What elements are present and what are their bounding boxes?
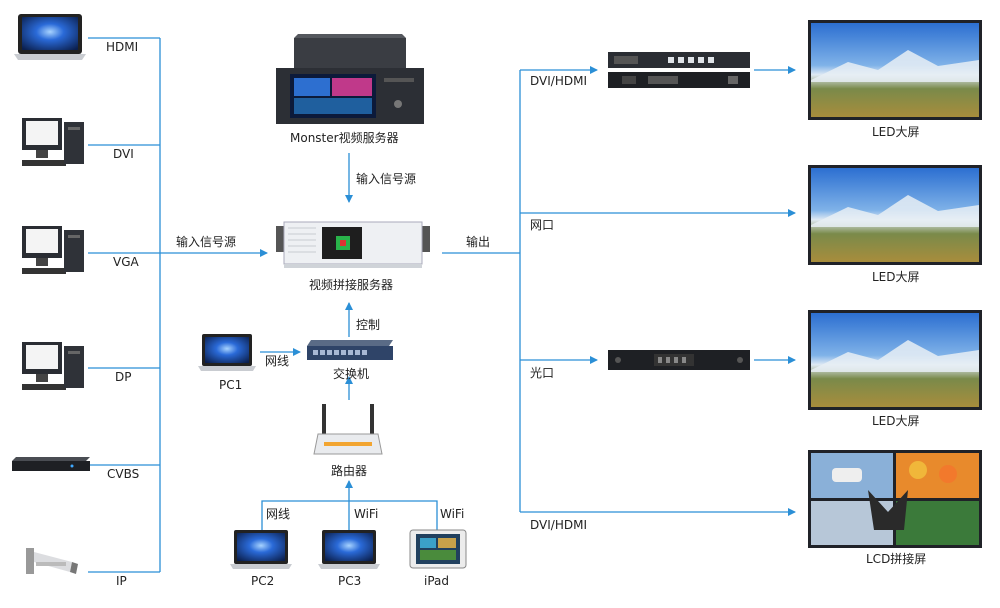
led-screen-icon (808, 165, 982, 265)
lcd-video-wall-icon (808, 450, 982, 548)
ipad-link-label: WiFi (440, 507, 465, 521)
display-label-3: LED大屏 (872, 414, 920, 428)
source-label-cvbs: CVBS (107, 467, 140, 481)
pc2-link-label: 网线 (266, 507, 291, 521)
switch-label: 交换机 (333, 367, 370, 381)
display-label-2: LED大屏 (872, 270, 920, 284)
laptop-icon (230, 530, 292, 569)
pc3-link-label: WiFi (354, 507, 379, 521)
output-link-label-4: DVI/HDMI (530, 518, 587, 532)
video-processor-icon (608, 52, 750, 88)
desktop-pc-icon (22, 342, 84, 390)
source-label-vga: VGA (113, 255, 139, 269)
control-label: 控制 (356, 318, 381, 332)
fiber-converter-icon (608, 350, 750, 370)
splicing-server-label: 视频拼接服务器 (309, 278, 394, 292)
output-link-label-1: DVI/HDMI (530, 74, 587, 88)
laptop-icon (14, 14, 86, 60)
source-label-ip: IP (116, 574, 127, 588)
source-label-dp: DP (115, 370, 132, 384)
desktop-pc-icon (22, 226, 84, 274)
pc1-link-label: 网线 (265, 354, 290, 368)
ipad-label: iPad (424, 574, 450, 588)
led-screen-icon (808, 310, 982, 410)
video-splicing-server-icon (276, 221, 430, 268)
connector-lines (88, 37, 796, 573)
pc3-label: PC3 (338, 574, 362, 588)
display-label-1: LED大屏 (872, 125, 920, 139)
output-link-label-3: 光口 (530, 366, 555, 380)
output-link-label-2: 网口 (530, 218, 555, 232)
tablet-icon (409, 529, 467, 569)
laptop-icon (318, 530, 380, 569)
desktop-pc-icon (22, 118, 84, 166)
pc2-label: PC2 (251, 574, 275, 588)
laptop-icon (198, 334, 256, 371)
wifi-router-icon (313, 404, 383, 455)
pc1-label: PC1 (219, 378, 243, 392)
network-switch-icon (307, 340, 393, 360)
display-label-4: LCD拼接屏 (866, 552, 927, 566)
router-label: 路由器 (331, 464, 368, 478)
cctv-camera-icon (26, 548, 78, 574)
led-screen-icon (808, 20, 982, 120)
source-label-hdmi: HDMI (106, 40, 139, 54)
monster-input-label: 输入信号源 (356, 172, 417, 186)
source-label-dvi: DVI (113, 147, 134, 161)
output-label: 输出 (466, 235, 491, 249)
input-source-label: 输入信号源 (176, 235, 237, 249)
monster-server-icon (276, 34, 424, 124)
monster-server-label: Monster视频服务器 (290, 131, 399, 145)
set-top-box-icon (12, 457, 90, 471)
